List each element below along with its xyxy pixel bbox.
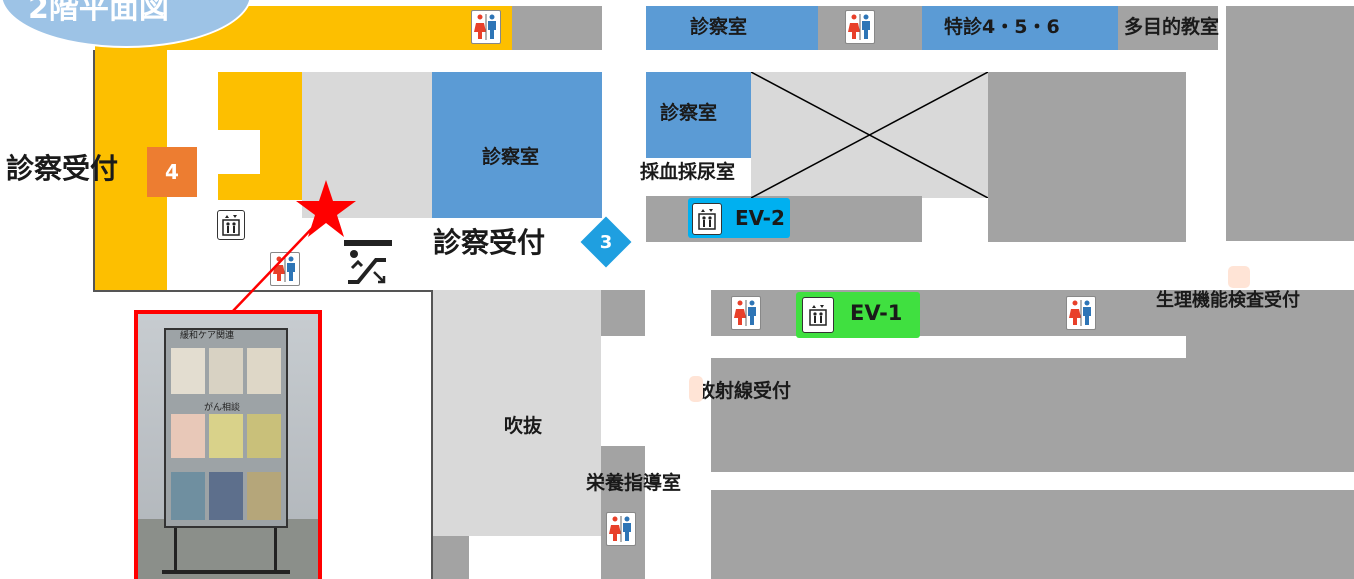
exam-room-right — [646, 72, 751, 158]
elevator-icon — [802, 297, 834, 333]
gray-upper-right — [988, 72, 1186, 242]
restroom-icon — [1066, 296, 1096, 330]
reception-4-badge: 4 — [147, 147, 197, 197]
radiology-reception-marker — [689, 376, 703, 402]
nutrition-room-label: 栄養指導室 — [586, 472, 682, 494]
exam-room-top — [646, 6, 818, 50]
blood-urine-room-label: 採血採尿室 — [640, 161, 736, 183]
restroom-icon — [731, 296, 761, 330]
ev2-label: EV-2 — [735, 206, 785, 230]
physiology-reception-marker — [1228, 266, 1250, 288]
rack-shelf-3-item-3 — [247, 472, 281, 520]
special-exam-room — [922, 6, 1118, 50]
radiology-reception-label: 放射線受付 — [696, 380, 792, 402]
outline-left — [93, 50, 95, 292]
rack-leg-left — [174, 528, 177, 572]
elevator-icon — [217, 210, 245, 240]
restroom-icon — [606, 512, 636, 546]
rack-shelf-1-item-2 — [209, 348, 243, 394]
floor-title: 2階平面図 — [28, 0, 169, 26]
rack-shelf-2-item-1 — [171, 414, 205, 458]
exam-room-right-label: 診察室 — [660, 102, 718, 124]
ev1-label: EV-1 — [850, 301, 903, 325]
gray-mid-a — [601, 290, 645, 336]
physiology-reception-label: 生理機能検査受付 — [1156, 290, 1300, 311]
gray-top-2 — [1118, 6, 1218, 50]
exam-room-center — [432, 72, 602, 218]
multipurpose-room-label: 多目的教室 — [1124, 16, 1220, 38]
atrium-block — [433, 290, 601, 536]
restroom-icon — [471, 10, 501, 44]
rack-shelf-1-item-3 — [247, 348, 281, 394]
reception-3-badge-text: 3 — [588, 224, 624, 260]
gray-large-1 — [711, 358, 1354, 472]
exam-room-center-label: 診察室 — [482, 146, 540, 168]
gray-right-column — [1226, 6, 1354, 241]
rack-shelf-3-item-1 — [171, 472, 205, 520]
crossed-area-lines — [751, 72, 988, 198]
outline-bottom — [93, 290, 433, 292]
rack-shelf-2-item-3 — [247, 414, 281, 458]
restroom-icon — [845, 10, 875, 44]
rack-shelf-3-item-2 — [209, 472, 243, 520]
exam-room-top-label: 診察室 — [690, 16, 748, 38]
gray-right-mid — [1186, 290, 1354, 358]
outline-atrium-left — [431, 290, 433, 579]
yellow-notch — [218, 130, 260, 174]
escalator-icon — [344, 240, 392, 288]
reception-4-badge-number: 4 — [165, 160, 179, 184]
reception-3-badge-number: 3 — [599, 231, 613, 253]
rack-foot — [162, 570, 290, 574]
rack-leg-right — [274, 528, 277, 572]
rack-shelf-2-item-2 — [209, 414, 243, 458]
brochure-rack-photo: 緩和ケア関連 がん相談 — [134, 310, 322, 579]
atrium-bottom-block — [433, 536, 469, 579]
star-marker-icon — [296, 180, 356, 237]
photo-floor — [138, 519, 318, 579]
gray-top-1 — [512, 6, 602, 50]
gray-large-2 — [711, 490, 1354, 579]
rack-section-label: がん相談 — [204, 403, 241, 413]
reception-3-label: 診察受付 — [433, 226, 546, 259]
rack-shelf-1-item-1 — [171, 348, 205, 394]
special-exam-label: 特診4・5・6 — [944, 16, 1060, 38]
reception-4-label: 診察受付 — [6, 152, 119, 185]
rack-header-label: 緩和ケア関連 — [180, 331, 235, 341]
atrium-label: 吹抜 — [504, 415, 543, 437]
elevator-icon — [692, 203, 722, 235]
